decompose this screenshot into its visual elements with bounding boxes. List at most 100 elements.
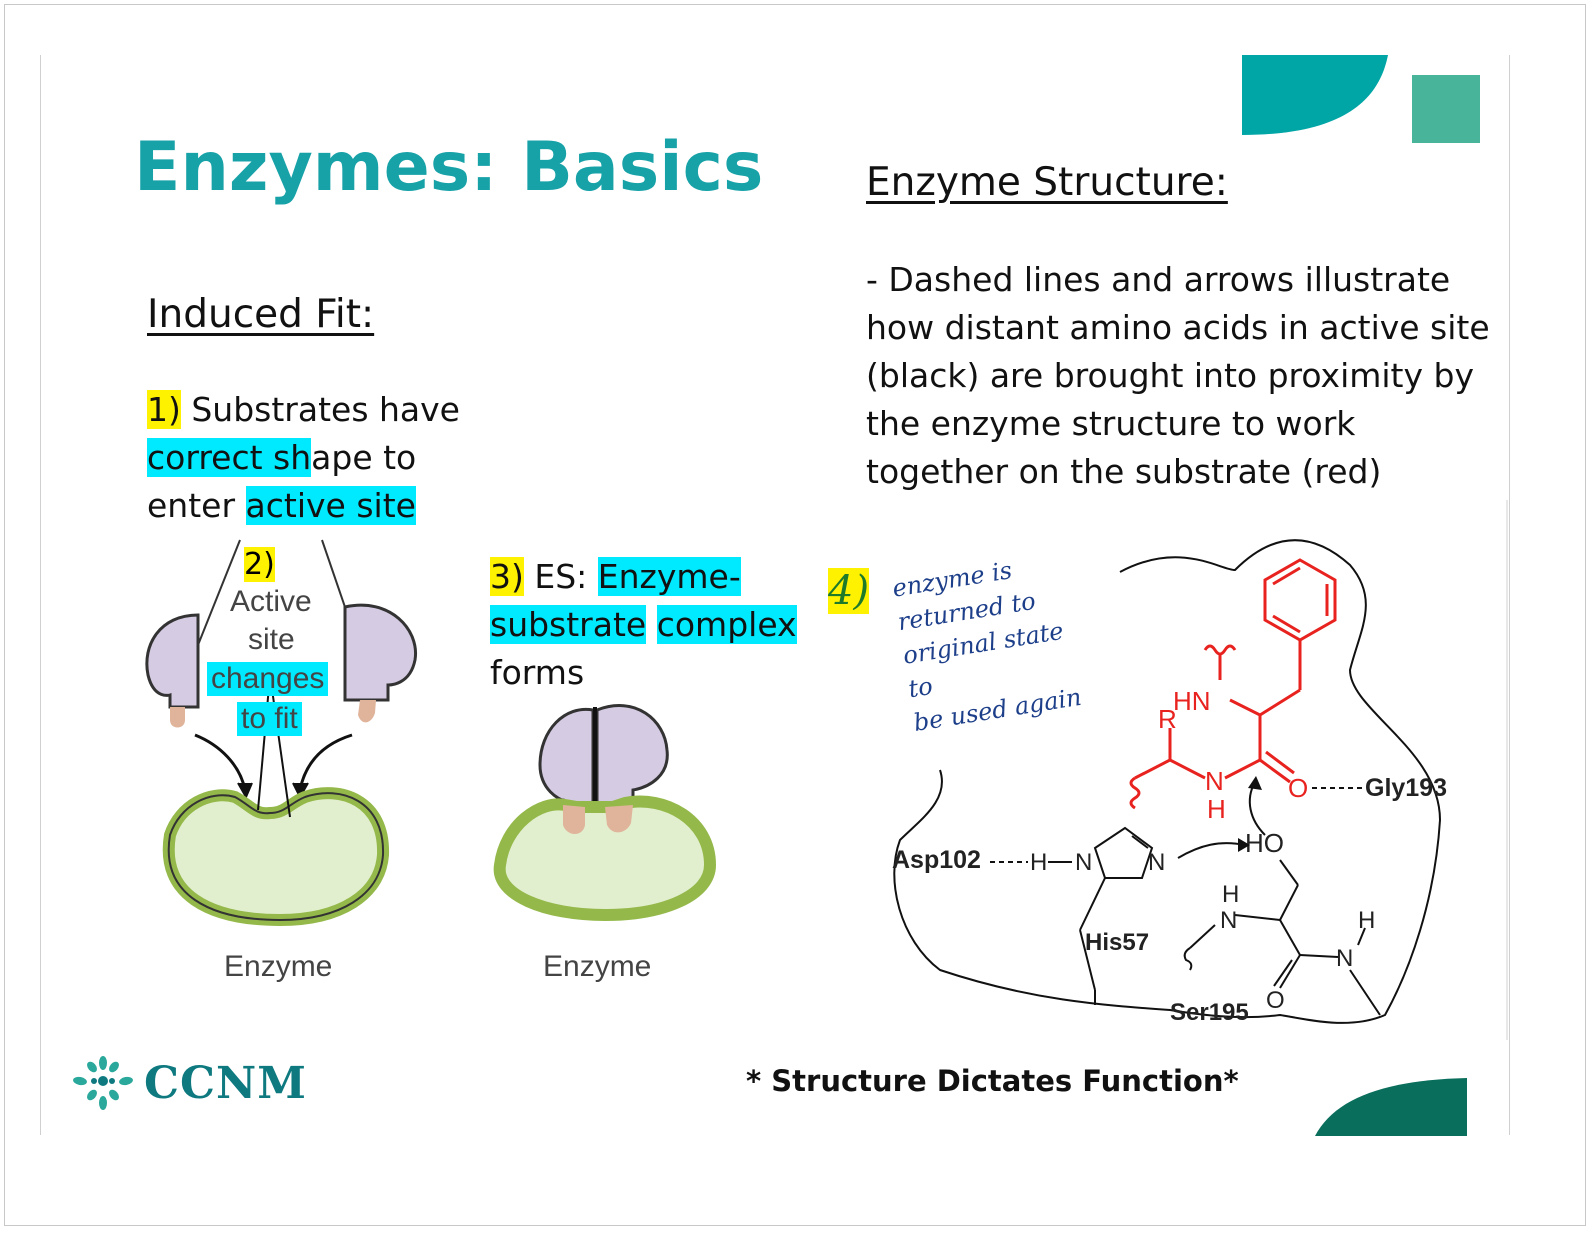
ser-bond-4 bbox=[1189, 924, 1216, 949]
label-gly193: Gly193 bbox=[1365, 774, 1447, 802]
step-3-part-b: forms bbox=[490, 653, 585, 692]
ccnm-logo: CCNM bbox=[70, 1055, 307, 1111]
ring-double-1 bbox=[1272, 566, 1301, 586]
step-3-number: 3) bbox=[490, 557, 524, 596]
structure-heading: Enzyme Structure: bbox=[866, 160, 1228, 205]
bond-left bbox=[1134, 758, 1171, 780]
label-site: site bbox=[248, 623, 295, 656]
ser-bond-3 bbox=[1234, 914, 1281, 921]
atom-his-n1: N bbox=[1075, 849, 1092, 876]
wavy-left bbox=[1129, 776, 1141, 810]
label-to-fit: to fit bbox=[237, 702, 302, 736]
ser-tail bbox=[1349, 969, 1381, 1016]
leaf-cluster-icon bbox=[73, 1056, 133, 1110]
enzyme-label-1: Enzyme bbox=[224, 950, 333, 983]
step-3-highlight-complex: complex bbox=[656, 605, 797, 644]
atom-r: R bbox=[1158, 704, 1177, 734]
enzyme-label-2: Enzyme bbox=[543, 950, 652, 983]
ser-cn bbox=[1299, 954, 1339, 958]
es-complex-diagram bbox=[493, 704, 717, 922]
induced-fit-diagram bbox=[145, 539, 418, 927]
atom-amide-n: N bbox=[1336, 945, 1353, 972]
bond-nc bbox=[1169, 758, 1206, 780]
step-1-part-b: ape to enter bbox=[147, 438, 417, 525]
green-square-shape bbox=[1412, 75, 1480, 143]
label-active: Active bbox=[230, 585, 312, 618]
teal-leaf-shape bbox=[1242, 55, 1388, 135]
arrow-left bbox=[194, 733, 247, 791]
bond-co-double bbox=[1265, 750, 1295, 775]
atom-hbond-h: H bbox=[1030, 849, 1047, 876]
structure-description: - Dashed lines and arrows illustrate how… bbox=[866, 260, 1490, 491]
enzyme-outline bbox=[167, 792, 385, 922]
step-4-number: 4) bbox=[828, 568, 870, 614]
ser-wavy bbox=[1183, 947, 1193, 971]
histidine-residue bbox=[1079, 826, 1154, 1005]
left-lobe-tip bbox=[170, 707, 185, 728]
ser-bond-2 bbox=[1279, 884, 1299, 921]
dark-leaf-shape bbox=[1315, 1078, 1467, 1136]
atom-o-red: O bbox=[1288, 773, 1308, 803]
his-chain-1 bbox=[1079, 877, 1106, 931]
mechanism-diagram: HN R N H O Gly193 HO H N H N O Ser195 N … bbox=[892, 500, 1508, 1040]
bottom-right-decoration bbox=[1315, 1078, 1467, 1136]
es-left-lobe bbox=[538, 707, 595, 807]
bond-hn bbox=[1229, 698, 1261, 717]
pointer-line-left bbox=[197, 539, 241, 646]
step-1-highlight-shape: correct sh bbox=[147, 438, 312, 477]
his-ser-arrow bbox=[1177, 842, 1246, 859]
es-tip-left bbox=[563, 805, 585, 834]
serine-residue bbox=[1183, 859, 1381, 1016]
ser-co bbox=[1279, 954, 1301, 989]
atom-amide-h: H bbox=[1358, 907, 1375, 934]
left-lobe bbox=[145, 613, 200, 709]
step-1-part-a: Substrates have bbox=[180, 390, 460, 429]
ser-bond-1 bbox=[1279, 859, 1299, 886]
right-lobe bbox=[343, 603, 418, 702]
imidazole-ring bbox=[1093, 826, 1154, 879]
atom-nh-h: H bbox=[1207, 794, 1226, 824]
step-3-text: 3) ES: Enzyme-substrate complex forms bbox=[490, 553, 820, 697]
logo-text: CCNM bbox=[144, 1057, 307, 1109]
protein-outline bbox=[893, 539, 1442, 1024]
wavy-top bbox=[1203, 644, 1237, 656]
step-3-part-a: ES: bbox=[523, 557, 598, 596]
step-2-number: 2) bbox=[244, 547, 275, 582]
step-1-text: 1) Substrates have correct shape to ente… bbox=[147, 386, 477, 530]
right-lobe-tip bbox=[358, 700, 376, 723]
benzene-ring bbox=[1263, 558, 1337, 642]
his-double bbox=[1131, 835, 1149, 849]
label-asp102: Asp102 bbox=[892, 846, 981, 874]
site-line-left bbox=[257, 674, 271, 811]
ser-nh bbox=[1357, 927, 1366, 946]
induced-fit-heading: Induced Fit: bbox=[147, 292, 375, 337]
atom-ser-n: N bbox=[1220, 907, 1237, 934]
step-1-highlight-active-site: active site bbox=[245, 486, 416, 525]
atom-nh-n: N bbox=[1205, 766, 1224, 796]
his-ser-arrow-head bbox=[1238, 838, 1250, 852]
label-changes: changes bbox=[207, 662, 329, 696]
atom-hn: HN bbox=[1173, 686, 1211, 716]
label-ser195: Ser195 bbox=[1170, 999, 1249, 1026]
ser-bond-5 bbox=[1279, 919, 1301, 956]
his-chain-2 bbox=[1079, 929, 1096, 991]
step-1-number: 1) bbox=[147, 390, 181, 429]
atom-his-n2: N bbox=[1148, 849, 1165, 876]
bond-cn bbox=[1224, 758, 1261, 780]
bond-co bbox=[1259, 758, 1291, 784]
es-tip-right bbox=[605, 805, 633, 833]
atom-ho: HO bbox=[1245, 828, 1284, 858]
screen-frame bbox=[4, 4, 1586, 1226]
slide-title: Enzymes: Basics bbox=[134, 128, 764, 207]
substrate-molecule bbox=[1129, 558, 1337, 810]
es-right-lobe bbox=[595, 704, 669, 807]
arrow-right bbox=[298, 733, 353, 791]
label-his57: His57 bbox=[1085, 929, 1149, 956]
bond-calpha bbox=[1259, 688, 1301, 717]
atom-amide-o: O bbox=[1266, 987, 1285, 1014]
es-enzyme-body bbox=[493, 795, 717, 922]
footer-note: * Structure Dictates Function* bbox=[746, 1064, 1239, 1098]
ring-double-3 bbox=[1272, 614, 1301, 634]
atom-ser-h: H bbox=[1222, 881, 1239, 908]
top-right-decoration bbox=[1242, 55, 1480, 143]
